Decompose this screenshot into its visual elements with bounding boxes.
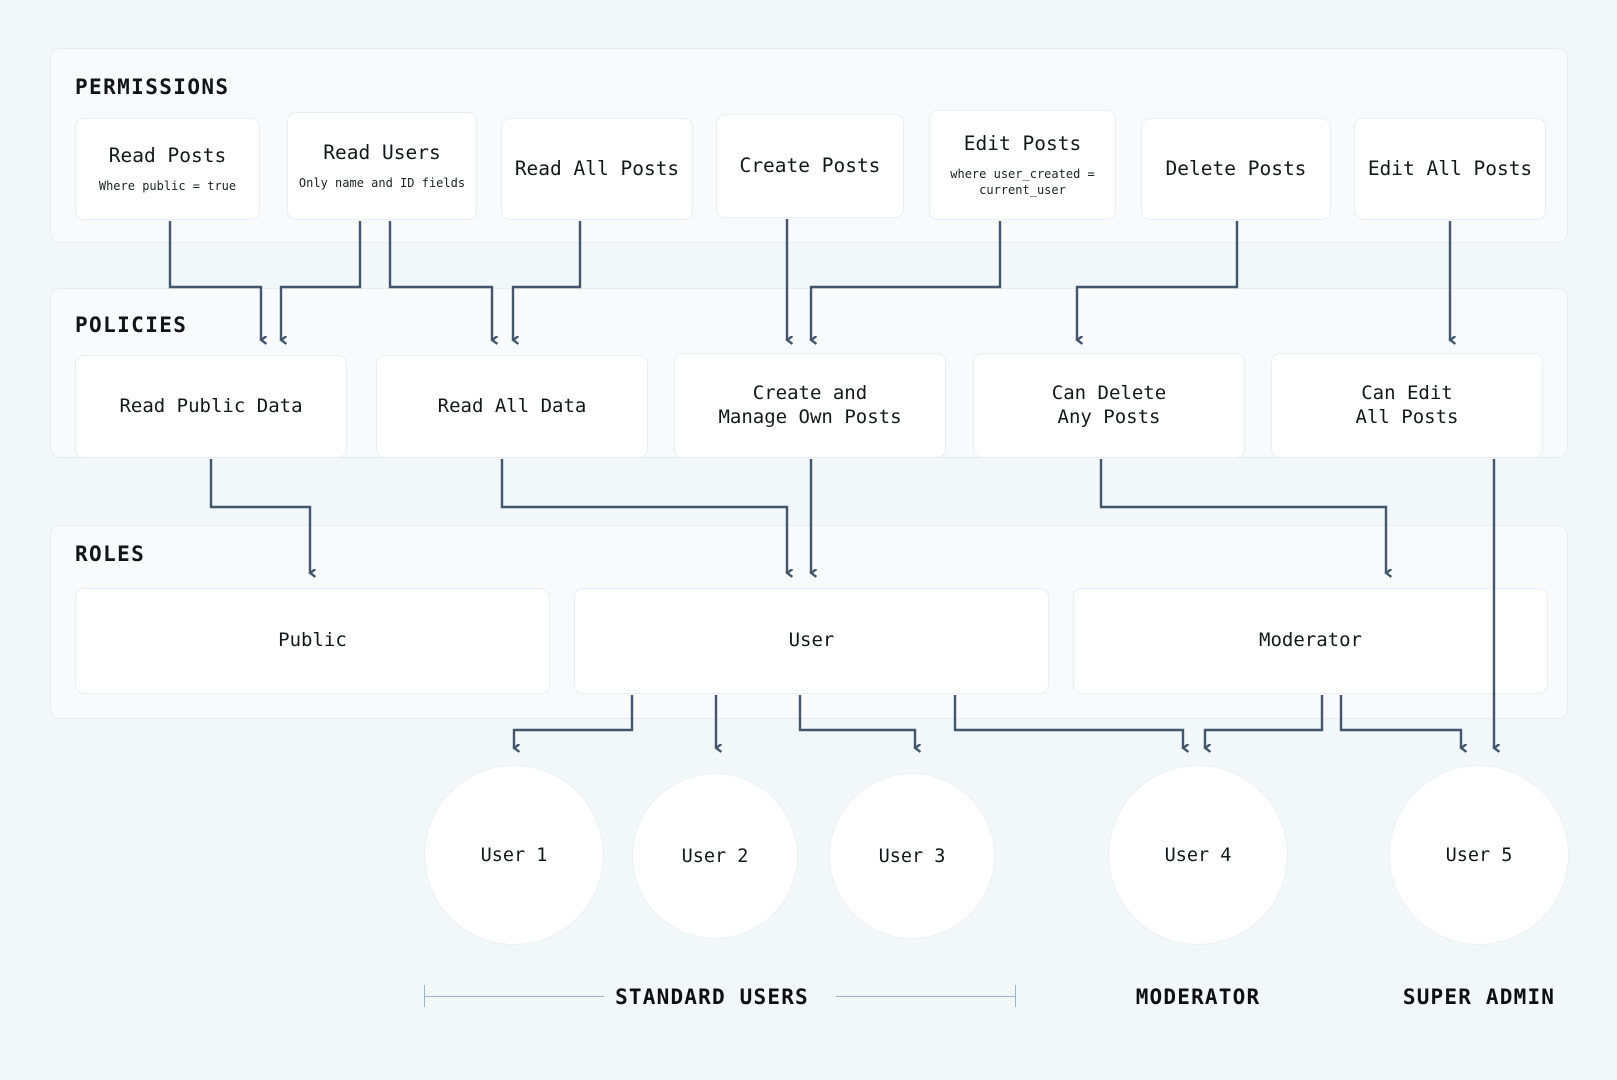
permission-title: Edit Posts [963,131,1082,155]
policy-title: Create and Manage Own Posts [718,381,902,428]
permission-subtitle: Where public = true [98,179,237,194]
policy-node-can-edit-all[interactable]: Can Edit All Posts [1271,353,1543,458]
user-label: User 4 [1164,844,1232,866]
permission-node-edit-posts[interactable]: Edit Posts where user_created = current_… [929,110,1116,220]
user-label: User 2 [681,845,749,867]
user-circle-user-3[interactable]: User 3 [829,773,995,939]
permission-title: Edit All Posts [1367,156,1533,180]
policy-title: Read All Data [437,394,587,417]
permissions-section-title: PERMISSIONS [75,75,230,99]
user-circle-user-2[interactable]: User 2 [632,773,798,939]
policy-title: Can Delete Any Posts [1051,381,1167,428]
permission-title: Delete Posts [1165,156,1307,180]
bracket-line-right [836,996,1016,997]
role-node-moderator[interactable]: Moderator [1073,588,1548,694]
policy-title: Read Public Data [119,394,303,417]
permission-title: Create Posts [739,153,881,177]
user-circle-user-5[interactable]: User 5 [1389,765,1569,945]
bracket-line-left [424,996,604,997]
permission-node-read-all-posts[interactable]: Read All Posts [501,118,693,220]
user-circle-user-4[interactable]: User 4 [1108,765,1288,945]
policies-section-title: POLICIES [75,313,188,337]
permission-node-create-posts[interactable]: Create Posts [716,114,904,218]
permission-title: Read Posts [108,143,227,167]
permission-subtitle: where user_created = current_user [950,167,1095,198]
permission-node-edit-all-posts[interactable]: Edit All Posts [1354,118,1546,220]
role-title: User [788,629,835,652]
group-label-super-admin: SUPER ADMIN [1402,985,1556,1009]
roles-section-title: ROLES [75,542,146,566]
policy-node-create-manage-own[interactable]: Create and Manage Own Posts [674,353,946,458]
permission-node-delete-posts[interactable]: Delete Posts [1141,118,1331,220]
policy-node-read-public-data[interactable]: Read Public Data [75,355,347,458]
role-node-public[interactable]: Public [75,588,550,694]
user-circle-user-1[interactable]: User 1 [424,765,604,945]
permission-subtitle: Only name and ID fields [298,176,466,191]
policy-node-can-delete-any[interactable]: Can Delete Any Posts [973,353,1245,458]
policy-node-read-all-data[interactable]: Read All Data [376,355,648,458]
bracket-tick-right [1015,985,1016,1007]
permission-title: Read Users [323,140,441,164]
user-label: User 5 [1445,844,1513,866]
permission-title: Read All Posts [514,156,680,180]
user-label: User 3 [878,845,946,867]
policy-title: Can Edit All Posts [1355,381,1459,428]
group-label-moderator: MODERATOR [1135,985,1261,1009]
role-title: Moderator [1259,629,1362,652]
permission-node-read-users[interactable]: Read Users Only name and ID fields [287,112,477,220]
role-node-user[interactable]: User [574,588,1049,694]
role-title: Public [278,629,347,652]
user-label: User 1 [480,844,548,866]
permission-node-read-posts[interactable]: Read Posts Where public = true [75,118,260,220]
group-label-standard-users: STANDARD USERS [615,985,809,1009]
